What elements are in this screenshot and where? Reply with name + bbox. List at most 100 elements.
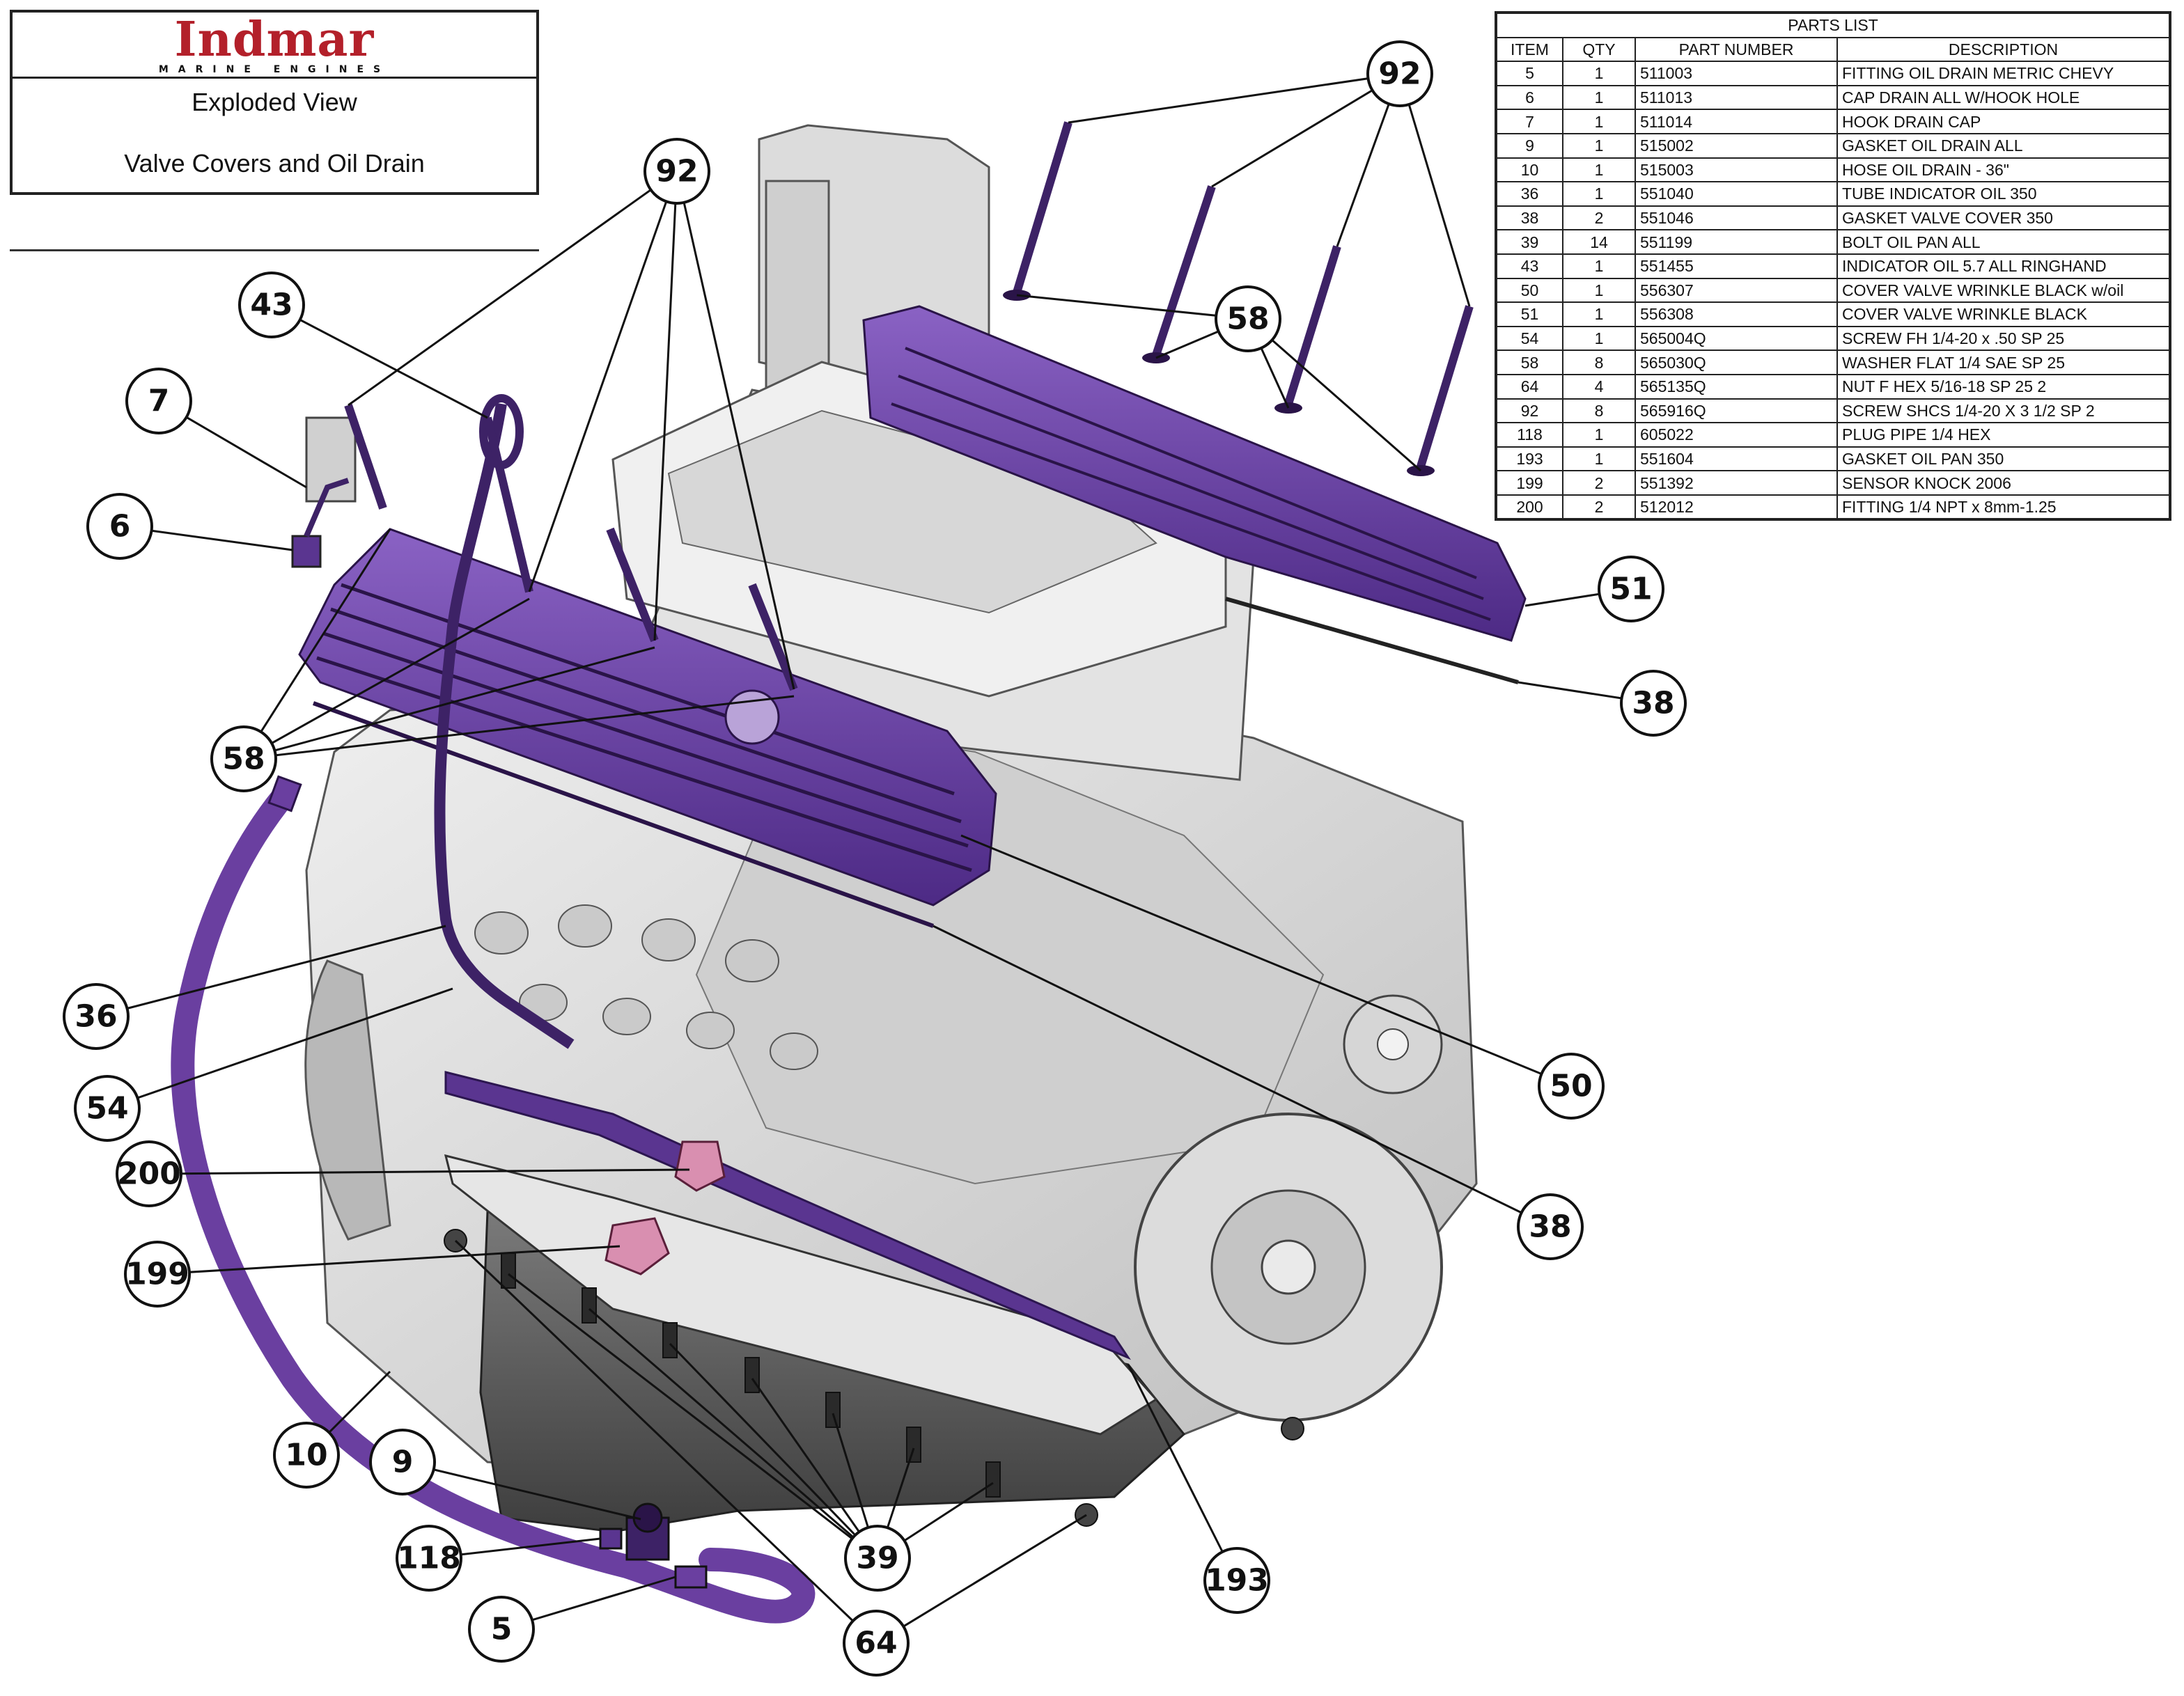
parts-list-header-2: PART NUMBER (1635, 36, 1838, 63)
parts-list-cell: 565135Q (1635, 373, 1838, 400)
valve-cover-gasket-right (1225, 597, 1519, 684)
callout-38: 38 (1620, 670, 1687, 737)
callout-118: 118 (396, 1525, 462, 1592)
parts-list-cell: 92 (1495, 398, 1563, 424)
callout-label: 38 (1632, 686, 1674, 721)
callout-circle (396, 1525, 462, 1592)
callout-51: 51 (1598, 556, 1664, 622)
parts-list-cell: 1 (1562, 422, 1636, 448)
callout-200: 200 (116, 1140, 182, 1207)
callout-label: 64 (855, 1626, 897, 1661)
callout-6: 6 (86, 493, 153, 560)
parts-list-cell: SENSOR KNOCK 2006 (1836, 470, 2171, 496)
parts-list-cell: 565916Q (1635, 398, 1838, 424)
callout-58: 58 (1215, 285, 1281, 352)
callout-circle (86, 493, 153, 560)
parts-list-cell: TUBE INDICATOR OIL 350 (1836, 181, 2171, 207)
valve-cover-right-ribs (891, 347, 1491, 621)
parts-list-cell: 50 (1495, 277, 1563, 304)
callout-circle (1366, 40, 1433, 107)
parts-list-cell: 515003 (1635, 157, 1838, 183)
callout-10: 10 (273, 1422, 340, 1489)
parts-list-cell: 551604 (1635, 446, 1838, 472)
valve-cover-right (862, 305, 1527, 642)
callout-7: 7 (125, 368, 192, 434)
callout-label: 193 (1205, 1563, 1269, 1599)
parts-list-cell: 2 (1562, 205, 1636, 231)
parts-list-cell: 64 (1495, 373, 1563, 400)
callout-label: 58 (222, 741, 265, 777)
callout-circle (1215, 285, 1281, 352)
parts-list-cell: 8 (1562, 350, 1636, 375)
callout-38: 38 (1517, 1193, 1584, 1260)
callout-circle (1203, 1547, 1270, 1614)
callout-label: 5 (491, 1612, 513, 1647)
callout-label: 43 (250, 288, 292, 323)
parts-list-cell: 551040 (1635, 181, 1838, 207)
valve-cover-screws (344, 121, 1474, 691)
callout-label: 9 (392, 1445, 414, 1480)
parts-list-cell: 1 (1562, 84, 1636, 111)
parts-list-cell: 36 (1495, 181, 1563, 207)
parts-list-cell: 556307 (1635, 277, 1838, 304)
callout-label: 7 (148, 384, 170, 419)
callout-circle (124, 1241, 191, 1308)
parts-list-cell: 58 (1495, 350, 1563, 375)
callout-label: 92 (1378, 56, 1421, 92)
parts-list-header-0: ITEM (1495, 36, 1563, 63)
callout-64: 64 (843, 1610, 910, 1677)
parts-list-cell: GASKET OIL PAN 350 (1836, 446, 2171, 472)
dipstick-tube (434, 402, 575, 1049)
knock-sensor-lower (604, 1217, 670, 1275)
callout-circle (1517, 1193, 1584, 1260)
parts-list-cell: 7 (1495, 109, 1563, 134)
callout-label: 118 (397, 1541, 461, 1576)
pipe-plug (599, 1528, 623, 1550)
callout-label: 54 (86, 1091, 128, 1126)
parts-list-cell: CAP DRAIN ALL W/HOOK HOLE (1836, 84, 2171, 111)
parts-list-cell: 54 (1495, 325, 1563, 352)
callout-circle (116, 1140, 182, 1207)
parts-list-cell: 1 (1562, 132, 1636, 159)
parts-list-cell: 5 (1495, 61, 1563, 86)
callout-label: 36 (75, 999, 117, 1035)
callout-label: 51 (1609, 572, 1652, 607)
callout-39: 39 (844, 1525, 911, 1592)
parts-list-cell: WASHER FLAT 1/4 SAE SP 25 (1836, 350, 2171, 375)
indmar-logo: Indmar MARINE ENGINES (13, 13, 536, 79)
parts-list-cell: GASKET OIL DRAIN ALL (1836, 132, 2171, 159)
title-block: Indmar MARINE ENGINES Exploded View Valv… (10, 10, 539, 195)
parts-list-cell: 1 (1562, 181, 1636, 207)
parts-list-cell: INDICATOR OIL 5.7 ALL RINGHAND (1836, 253, 2171, 279)
callout-43: 43 (238, 272, 305, 338)
callout-label: 10 (285, 1438, 327, 1473)
oil-drain-hose (171, 782, 816, 1624)
title-underline (10, 249, 539, 251)
parts-list-cell: SCREW SHCS 1/4-20 X 3 1/2 SP 2 (1836, 398, 2171, 424)
drain-fitting (674, 1565, 708, 1589)
parts-list-cell: PLUG PIPE 1/4 HEX (1836, 422, 2171, 448)
parts-list-cell: 1 (1562, 325, 1636, 352)
oil-fill-hole (724, 689, 780, 745)
parts-list-cell: 2 (1562, 470, 1636, 496)
parts-list-cell: 8 (1562, 398, 1636, 424)
parts-list-cell: 199 (1495, 470, 1563, 496)
hose-end-fitting (267, 775, 302, 812)
callout-5: 5 (468, 1596, 535, 1663)
callout-label: 199 (125, 1257, 189, 1292)
parts-list-cell: GASKET VALVE COVER 350 (1836, 205, 2171, 231)
parts-list-cell: FITTING OIL DRAIN METRIC CHEVY (1836, 61, 2171, 86)
